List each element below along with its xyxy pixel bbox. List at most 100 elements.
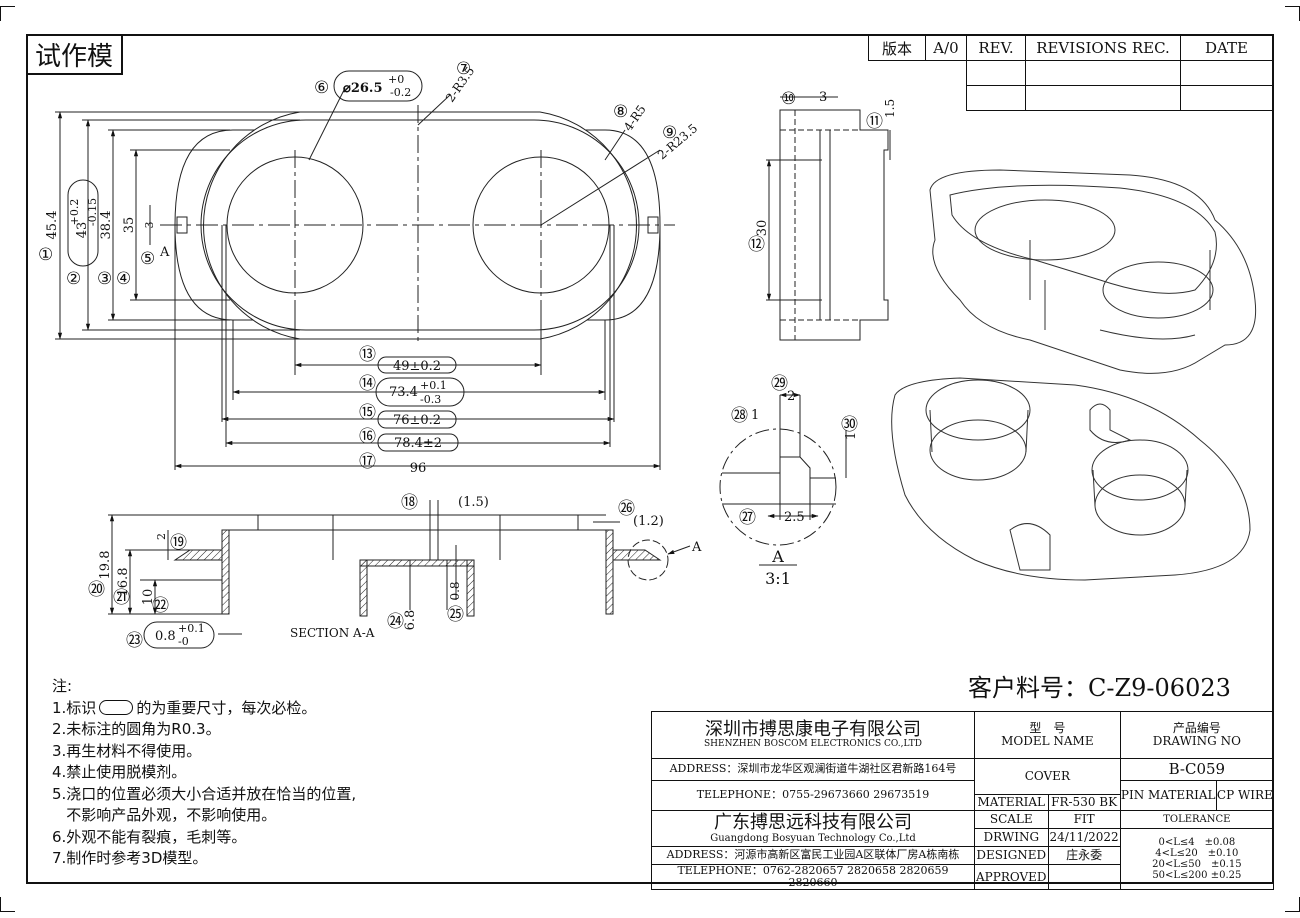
callout-23-number: ㉓ [126, 631, 143, 651]
callout-27-number: ㉗ [739, 508, 756, 528]
dim-0-8-tol-plus: +0.1 [178, 622, 205, 635]
dim-43: 43 [75, 222, 90, 239]
dim-section-0-8: 0.8 [448, 581, 462, 600]
callout-21-number: ㉑ [113, 588, 130, 608]
callout-18-number: ⑱ [401, 493, 418, 513]
dim-0-8-tol-minus: -0 [178, 635, 189, 648]
revision-table: 版本 A/0 REV. REVISIONS REC. DATE [868, 35, 1273, 111]
callout-4-number: ④ [116, 269, 131, 289]
callout-15-number: ⑮ [359, 403, 376, 423]
company1-en: SHENZHEN BOSCOM ELECTRONICS CO.,LTD [704, 738, 922, 749]
note-item: 5.浇口的位置必须大小合适并放在恰当的位置, [52, 784, 357, 803]
callout-28-number: ㉘ [731, 406, 748, 426]
dim-1-2: (1.2) [633, 514, 664, 529]
dim-10: 10 [141, 589, 156, 606]
scale-label: SCALE [974, 810, 1049, 829]
company1-cell: 深圳市搏思康电子有限公司 SHENZHEN BOSCOM ELECTRONICS… [651, 711, 975, 759]
callout-2-number: ② [66, 269, 81, 289]
callout-12-number: ⑫ [748, 235, 765, 255]
dim-26-5-tol-minus: -0.2 [390, 86, 411, 99]
model-value: COVER [974, 758, 1121, 795]
tolerance-row: 4<L≤20 ±0.10 [1155, 848, 1239, 860]
approved-value [1047, 863, 1121, 891]
callout-26-number: ㉖ [618, 499, 635, 519]
dim-6-8: 6.8 [403, 610, 418, 631]
drwing-value: 24/11/2022 [1047, 828, 1121, 847]
drwing-label: DRWING [974, 828, 1049, 847]
designed-label: DESIGNED [974, 846, 1049, 865]
important-dimension-symbol [99, 699, 134, 715]
tolerance-row: 50<L≤200 ±0.25 [1152, 870, 1242, 882]
dim-26-5: ⌀26.5 [343, 81, 383, 96]
dim-side-3: 3 [819, 90, 827, 105]
callout-29-number: ㉙ [771, 374, 788, 394]
dim-43-tol-plus: +0.2 [68, 199, 81, 226]
dim-detail-1a: 1 [751, 408, 759, 423]
trial-label: 试作模 [27, 35, 123, 75]
dim-side-30: 30 [755, 220, 770, 237]
drawing-cn: 产品编号 [1172, 720, 1221, 735]
callout-20-number: ⑳ [88, 580, 105, 600]
company1-cn: 深圳市搏思康电子有限公司 [705, 719, 921, 741]
dim-43-tol-minus: -0.15 [86, 198, 99, 226]
telephone1: TELEPHONE：0755-29673660 29673519 [651, 780, 975, 811]
dim-0-8: 0.8 [155, 629, 176, 644]
tolerance-row: 0<L≤4 ±0.08 [1158, 837, 1236, 849]
title-block: 深圳市搏思康电子有限公司 SHENZHEN BOSCOM ELECTRONICS… [651, 711, 1275, 891]
dim-73-4: 73.4 [389, 385, 418, 400]
drawing-label-cell: 产品编号 DRAWING NO [1119, 711, 1275, 759]
callout-16-number: ⑯ [359, 427, 376, 447]
callout-5-number: ⑤ [140, 249, 155, 269]
designed-value: 庄永委 [1047, 846, 1121, 865]
callout-7-number: ⑦ [456, 59, 471, 79]
model-cn: 型 号 [1029, 720, 1066, 735]
detail-label: A [771, 547, 784, 566]
dim-73-4-tol-plus: +0.1 [420, 379, 447, 392]
detail-scale: 3:1 [765, 569, 791, 588]
revisions-rec-header: REVISIONS REC. [1025, 35, 1181, 61]
detail-view [719, 392, 847, 566]
note-item: 6.外观不能有裂痕，毛刺等。 [52, 827, 247, 846]
callout-8-number: ⑧ [613, 102, 628, 122]
callout-10-number: ⑩ [781, 89, 796, 109]
dim-76: 76±0.2 [393, 413, 441, 428]
note-item: 不影响产品外观，不影响使用。 [52, 806, 277, 824]
top-view [55, 70, 675, 470]
callout-19-number: ⑲ [170, 533, 187, 553]
address2: ADDRESS：河源市高新区富民工业园A区联体厂房A栋南栋 [651, 846, 975, 865]
rev-header: REV. [966, 35, 1026, 61]
tolerance-label: TOLERANCE [1119, 810, 1275, 829]
dim-35: 35 [122, 217, 137, 234]
callout-13-number: ⑬ [359, 345, 376, 365]
scale-value: FIT [1047, 810, 1121, 829]
dim-detail-2-5: 2.5 [784, 510, 805, 525]
version-value: A/0 [925, 35, 967, 61]
isometric-view-2 [891, 377, 1251, 581]
callout-9-number: ⑨ [662, 123, 677, 143]
note-item: 4.禁止使用脱模剂。 [52, 763, 187, 781]
dim-3: 3 [143, 222, 156, 229]
dim-49: 49±0.2 [393, 359, 441, 374]
drawing-en: DRAWING NO [1152, 734, 1241, 748]
section-detail-marker: A [691, 540, 702, 555]
note-item: 3.再生材料不得使用。 [52, 741, 202, 760]
material-label: MATERIAL [974, 794, 1049, 811]
pin-material-label: PIN MATERIAL [1119, 780, 1217, 811]
pin-material-value: CP WIRE [1215, 780, 1275, 811]
dim-1-5: (1.5) [458, 495, 489, 510]
callout-6-number: ⑥ [314, 78, 329, 98]
telephone2: TELEPHONE：0762-2820657 2820658 2820659 2… [651, 863, 975, 891]
callout-1-number: ① [38, 245, 53, 265]
section-view [108, 500, 691, 649]
dim-section-2: 2 [155, 533, 168, 540]
company2-cell: 广东搏思远科技有限公司 Guangdong Bosyuan Technology… [651, 810, 975, 847]
side-view [766, 96, 891, 341]
customer-part-number: 客户料号：C-Z9-06023 [968, 674, 1231, 702]
approved-label: APPROVED [974, 863, 1049, 891]
note-1-after: 的为重要尺寸，每次必检。 [136, 698, 317, 717]
address1: ADDRESS：深圳市龙华区观澜街道牛湖社区君新路164号 [651, 758, 975, 781]
dim-73-4-tol-minus: -0.3 [420, 393, 441, 406]
callout-17-number: ⑰ [359, 452, 376, 472]
company2-cn: 广东搏思远科技有限公司 [714, 812, 912, 834]
